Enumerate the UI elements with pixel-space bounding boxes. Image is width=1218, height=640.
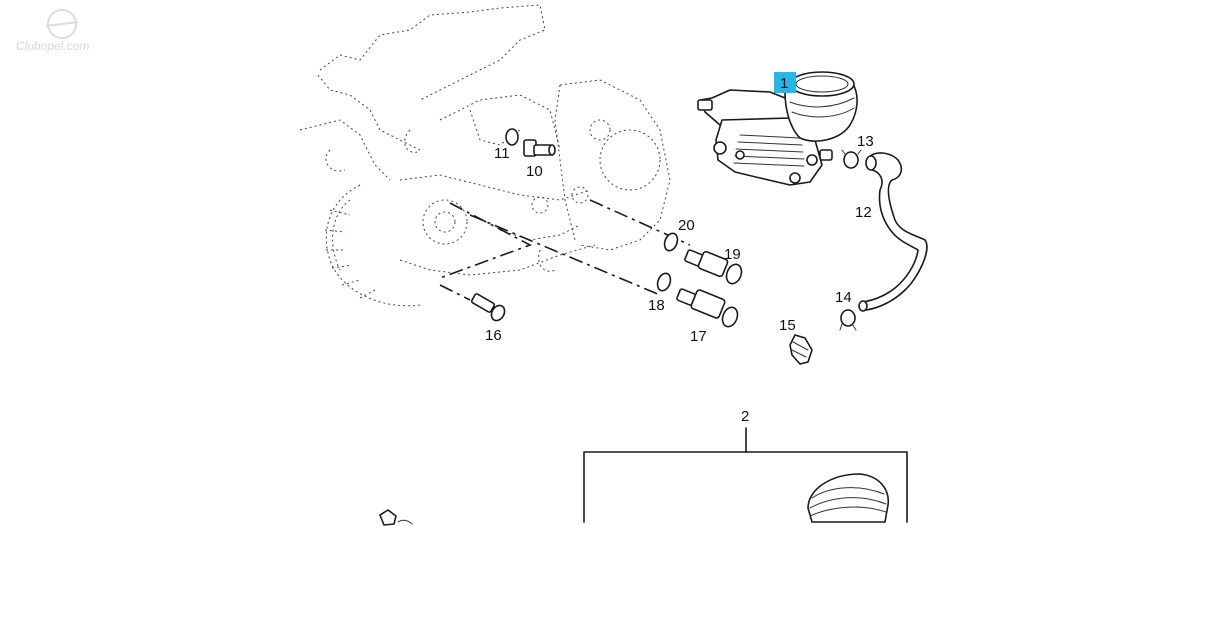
callout-14: 14 (835, 289, 852, 306)
part-1-oil-filter-housing (697, 71, 858, 186)
callout-17: 17 (690, 328, 707, 345)
callout-1-highlight (774, 72, 796, 93)
part-18-seal-ring (656, 272, 672, 292)
callout-1: 1 (780, 75, 788, 92)
callout-labels: 1 2 10 11 12 13 14 15 16 17 18 19 20 (485, 75, 874, 425)
callout-2: 2 (741, 408, 749, 425)
callout-15: 15 (779, 317, 796, 334)
callout-16: 16 (485, 327, 502, 344)
callout-10: 10 (526, 163, 543, 180)
part-2-kit-box (583, 427, 908, 523)
part-13-hose-clamp (841, 149, 862, 169)
part-14-hose-clamp (839, 309, 857, 331)
watermark-text: Clubopel.com (16, 39, 89, 53)
part-12-hose (858, 152, 928, 312)
part-16-bolt (470, 293, 506, 322)
part-15-clip (789, 334, 813, 365)
engine-block (299, 4, 671, 307)
partial-component (379, 509, 413, 526)
watermark-logo: Clubopel.com (16, 9, 89, 53)
callout-19: 19 (724, 246, 741, 263)
callout-12: 12 (855, 204, 872, 221)
callout-18: 18 (648, 297, 665, 314)
alignment-lines (439, 199, 691, 301)
callout-11: 11 (494, 145, 510, 162)
part-11-seal-ring (505, 128, 519, 146)
callout-20: 20 (678, 217, 695, 234)
part-10-bolt (523, 139, 556, 157)
part-17-bolt (676, 288, 739, 328)
callout-13: 13 (857, 133, 874, 150)
part-20-seal-ring (663, 232, 679, 252)
part-19-bolt (684, 249, 743, 285)
